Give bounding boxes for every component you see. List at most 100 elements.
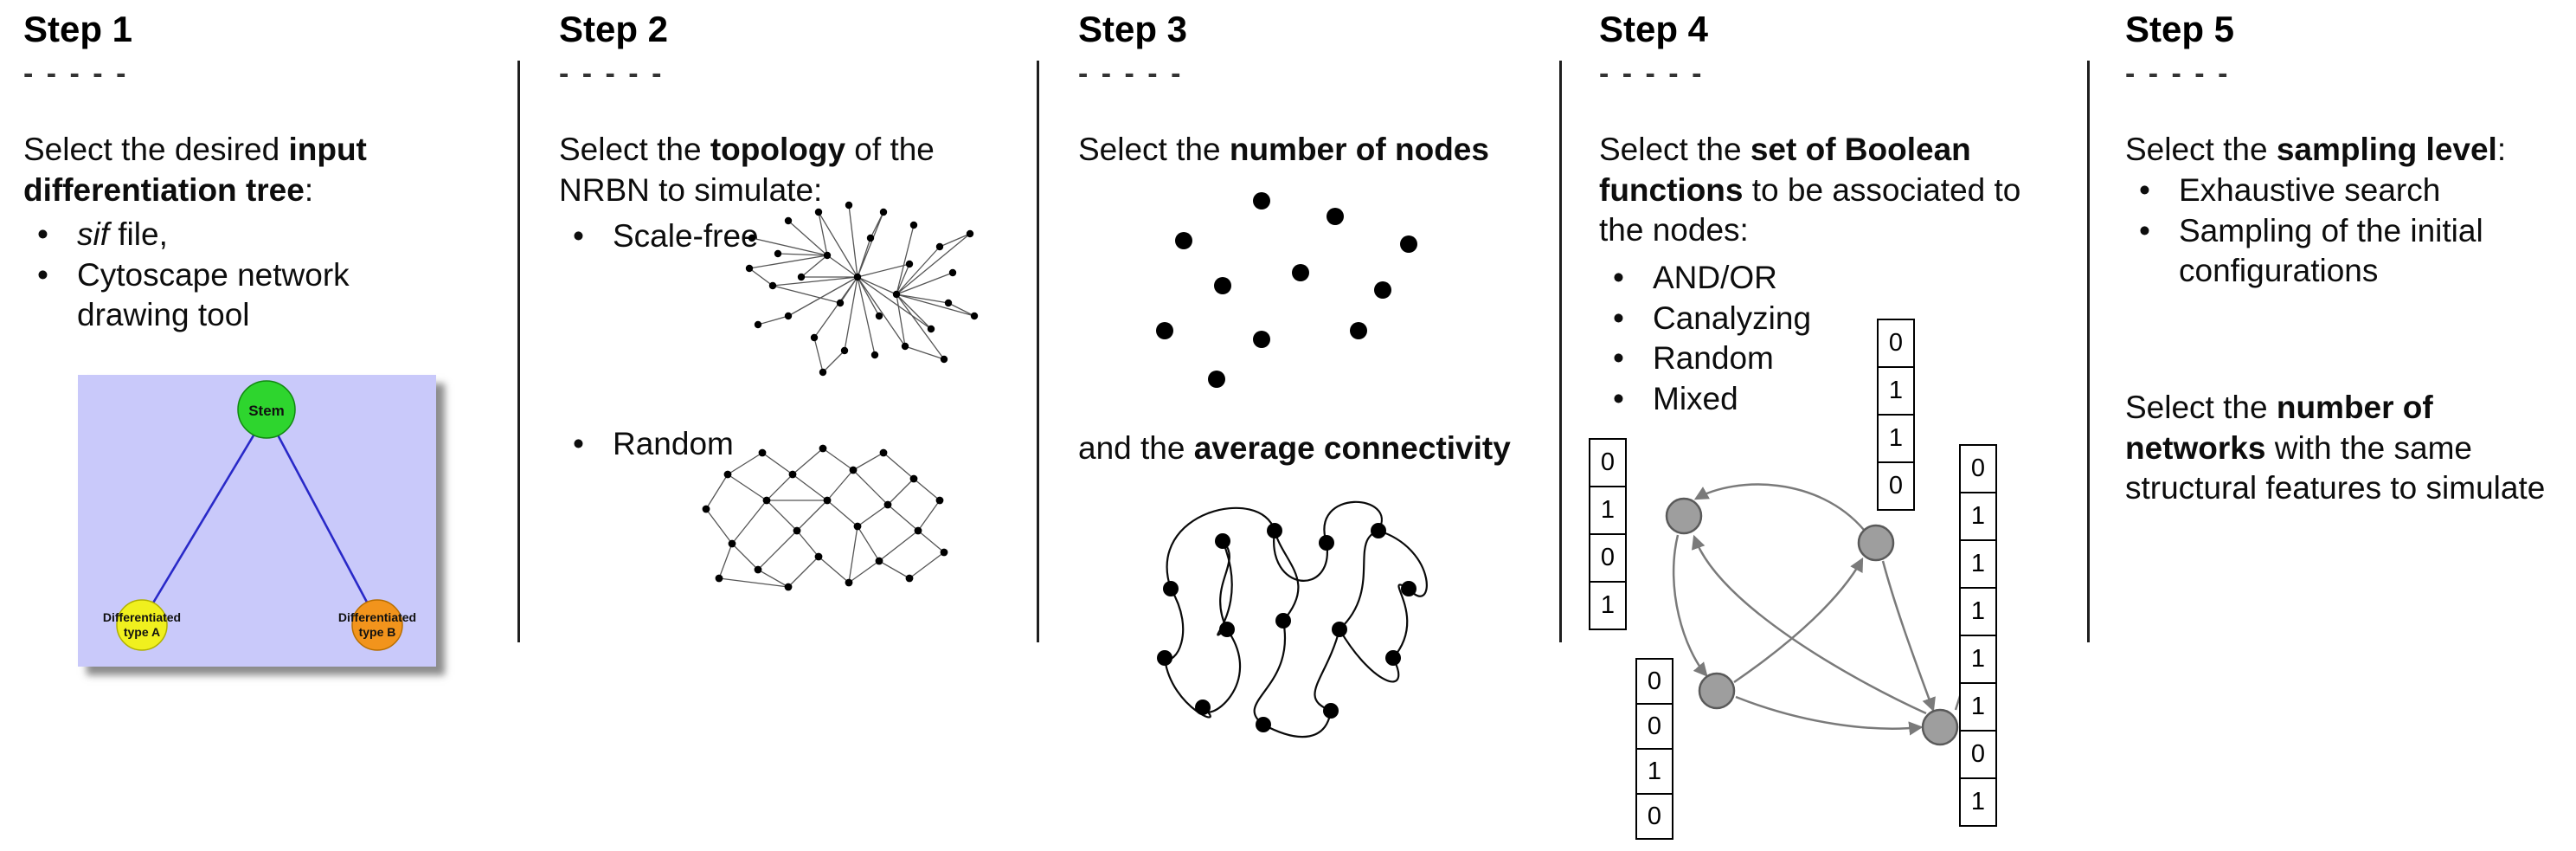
step-1-panel: Step 1 - - - - - Select the desired inpu…: [23, 0, 508, 851]
step-1-dashes: - - - - -: [23, 57, 129, 90]
stem-circle: [237, 380, 296, 439]
truth-table-right: 0 1 1 1 1 1 0 1: [1959, 444, 1997, 827]
second-bold-b-text: networks: [2125, 429, 2266, 466]
tangle-dots: [1157, 523, 1416, 732]
line2-bold-text: average connectivity: [1193, 430, 1511, 466]
table-cell: 0: [1959, 444, 1997, 493]
boolean-function-list: AND/OR Canalyzing Random Mixed: [1599, 258, 1885, 419]
scale-free-network-image: [745, 201, 979, 377]
gene-node: [1857, 524, 1895, 562]
step-3-title: Step 3: [1078, 9, 1188, 49]
line1-bold-text: number of nodes: [1229, 132, 1489, 167]
bullet-sampling-initial: Sampling of the initial configurations: [2125, 211, 2532, 292]
bullet-exhaustive-search: Exhaustive search: [2125, 171, 2532, 211]
table-cell: 0: [1877, 319, 1915, 368]
table-cell: 1: [1959, 777, 1997, 827]
column-divider: [1037, 61, 1039, 642]
intro-post-text: to be associated to the nodes:: [1599, 171, 2021, 248]
intro-post-text: of the NRBN to simulate:: [559, 132, 935, 208]
table-cell: 1: [1589, 486, 1627, 535]
bullet-and-or: AND/OR: [1599, 258, 1885, 299]
step-4-title: Step 4: [1599, 9, 1709, 49]
stem-node: Stem: [237, 380, 296, 439]
random-nodes: [702, 444, 948, 591]
step-3-nodes-text: Select the number of nodes: [1078, 130, 1554, 171]
step-2-intro: Select the topology of the NRBN to simul…: [559, 130, 974, 210]
intro-bold-text: input differentiation tree: [23, 132, 367, 208]
average-connectivity-image: [1157, 500, 1428, 738]
step-3-dashes: - - - - -: [1078, 57, 1184, 90]
stem-label: Stem: [248, 403, 285, 419]
sif-rest-text: file,: [109, 216, 168, 252]
table-cell: 1: [1959, 635, 1997, 684]
table-cell: 1: [1959, 539, 1997, 589]
intro-bold-text: sampling level: [2276, 132, 2497, 167]
edge-stem-to-a: [140, 413, 268, 622]
table-cell: 0: [1877, 461, 1915, 511]
step-4-dashes: - - - - -: [1599, 57, 1705, 90]
table-cell: 0: [1589, 438, 1627, 487]
step-1-intro: Select the desired input differentiation…: [23, 130, 430, 210]
intro-pre-text: Select the desired: [23, 132, 289, 167]
step-5-title: Step 5: [2125, 9, 2235, 49]
type-a-label-line1: Differentiated: [103, 610, 181, 624]
second-pre-text: Select the: [2125, 390, 2277, 425]
gene-node: [1921, 708, 1959, 746]
gene-node: [1698, 672, 1736, 710]
type-b-label-line1: Differentiated: [338, 610, 416, 624]
intro-post-text: :: [2496, 132, 2507, 167]
boolean-network-diagram: 0 1 1 0 0 1 0 1 0 0 1 0 0 1 1 1: [1589, 319, 2042, 848]
step-4-intro: Select the set of Boolean functions to b…: [1599, 130, 2058, 251]
type-b-label-line2: type B: [359, 625, 396, 639]
table-cell: 0: [1635, 793, 1673, 840]
step-2-bullet-scale-free: Scale-free: [559, 216, 819, 257]
sif-italic-text: sif: [77, 216, 109, 252]
intro-pre-text: Select the: [1599, 132, 1751, 167]
truth-table-top: 0 1 1 0: [1877, 319, 1915, 511]
differentiation-tree-svg: Stem Differentiated type A Differentiate…: [78, 375, 436, 667]
step-3-panel: Step 3 - - - - - Select the number of no…: [1078, 0, 1559, 851]
truth-table-bottom: 0 0 1 0: [1635, 658, 1673, 840]
sampling-level-list: Exhaustive search Sampling of the initia…: [2125, 171, 2532, 292]
step-5-panel: Step 5 - - - - - Select the sampling lev…: [2125, 0, 2571, 851]
table-cell: 1: [1959, 682, 1997, 732]
intro-pre-text: Select the: [2125, 132, 2277, 167]
scattered-nodes-image: [1156, 192, 1417, 388]
table-cell: 1: [1959, 492, 1997, 541]
table-cell: 1: [1589, 581, 1627, 630]
edge-stem-to-b: [265, 413, 379, 622]
step-2-panel: Step 2 - - - - - Select the topology of …: [559, 0, 1031, 851]
type-b-circle: [351, 599, 403, 651]
intro-post-text: :: [304, 171, 314, 208]
network-edges: [1672, 483, 1975, 736]
gene-node: [1665, 497, 1703, 535]
bullet-scale-free: Scale-free: [559, 216, 819, 257]
boolean-network-graph: [1665, 483, 1975, 746]
scatter-dots: [1156, 192, 1417, 388]
step-4-panel: Step 4 - - - - - Select the set of Boole…: [1589, 0, 2075, 851]
bullet-sif-file: sif file,: [23, 215, 439, 255]
table-cell: 1: [1877, 366, 1915, 416]
second-bold-a-text: number of: [2276, 390, 2433, 425]
step-1-title: Step 1: [23, 9, 133, 49]
table-cell: 0: [1959, 730, 1997, 779]
step-2-title: Step 2: [559, 9, 669, 49]
network-nodes: [1665, 497, 1959, 746]
tree-edges: [140, 413, 379, 622]
column-divider: [2087, 61, 2090, 642]
step-2-bullet-random: Random: [559, 424, 819, 465]
column-divider: [1559, 61, 1562, 642]
differentiated-type-a-node: Differentiated type A: [103, 599, 181, 651]
step-5-dashes: - - - - -: [2125, 57, 2231, 90]
bullet-mixed: Mixed: [1599, 379, 1885, 420]
random-network-image: [702, 444, 948, 591]
type-a-circle: [116, 599, 168, 651]
type-a-label-line2: type A: [124, 625, 160, 639]
table-cell: 0: [1635, 658, 1673, 705]
differentiated-type-b-node: Differentiated type B: [338, 599, 416, 651]
truth-table-left: 0 1 0 1: [1589, 438, 1627, 630]
bullet-random-fn: Random: [1599, 338, 1885, 379]
bullet-canalyzing: Canalyzing: [1599, 299, 1885, 339]
